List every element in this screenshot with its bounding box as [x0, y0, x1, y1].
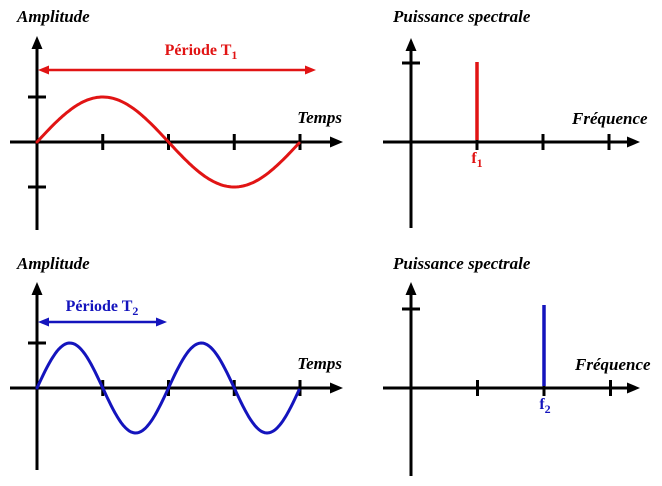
- panel-signal-1-time-domain: [10, 36, 343, 230]
- y-axis-arrowhead: [31, 36, 43, 49]
- f1-sub: 1: [476, 156, 483, 171]
- y-axis-arrowhead: [405, 38, 417, 51]
- f2-sub: 2: [544, 402, 551, 417]
- period-t1-text: Période T: [164, 42, 232, 59]
- spectral-power-label-1: Puissance spectrale: [393, 7, 531, 26]
- temps-label-2: Temps: [297, 354, 342, 373]
- y-axis-arrowhead: [405, 282, 417, 295]
- amplitude-label-2: Amplitude: [17, 254, 90, 273]
- sine-curve: [35, 95, 301, 189]
- period-arrow-right-head: [156, 317, 167, 327]
- period-arrow-left-head: [38, 317, 49, 327]
- panel-signal-2-time-domain: [10, 282, 343, 470]
- period-t2-sub: 2: [132, 304, 139, 319]
- period-t2-text: Période T: [65, 298, 133, 315]
- period-t1-sub: 1: [231, 48, 238, 63]
- period-t1-annotation: Période T1: [121, 42, 281, 63]
- frequence-label-2: Fréquence: [575, 355, 651, 374]
- frequence-label-1: Fréquence: [572, 109, 648, 128]
- spectral-power-label-2: Puissance spectrale: [393, 254, 531, 273]
- y-axis-arrowhead: [31, 282, 43, 295]
- panel-signal-1-spectrum: [383, 38, 640, 228]
- x-axis-arrowhead: [627, 382, 640, 394]
- x-axis-arrowhead: [330, 136, 343, 148]
- sine-curve: [35, 341, 301, 435]
- period-t2-annotation: Période T2: [22, 298, 182, 319]
- amplitude-label-1: Amplitude: [17, 7, 90, 26]
- x-axis-arrowhead: [627, 136, 640, 148]
- panel-signal-2-spectrum: [383, 282, 640, 476]
- period-arrow-right-head: [305, 65, 316, 75]
- period-arrow-left-head: [38, 65, 49, 75]
- x-axis-arrowhead: [330, 382, 343, 394]
- f1-text: f: [471, 150, 477, 167]
- temps-label-1: Temps: [297, 108, 342, 127]
- f1-label: f1: [458, 150, 496, 171]
- f2-label: f2: [526, 396, 564, 417]
- f2-text: f: [539, 396, 545, 413]
